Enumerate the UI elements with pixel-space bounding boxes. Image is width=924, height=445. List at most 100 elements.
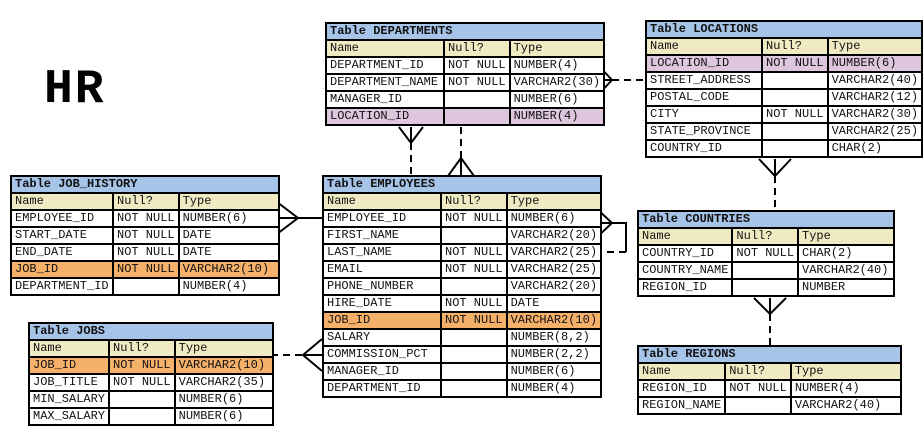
col-null: NOT NULL (440, 243, 508, 262)
table-title-row: Table LOCATIONS (644, 20, 924, 39)
col-type: VARCHAR2(25) (505, 243, 603, 262)
column-header-type: Type (789, 362, 902, 381)
col-name: COMMISSION_PCT (322, 345, 442, 364)
col-null: NOT NULL (440, 294, 508, 313)
column-header-null: Null? (724, 362, 792, 381)
col-null: NOT NULL (761, 54, 829, 73)
col-type: NUMBER(4) (508, 107, 606, 126)
col-null (731, 278, 800, 297)
col-null: NOT NULL (731, 244, 800, 263)
col-null (440, 277, 508, 296)
col-type: DATE (177, 226, 280, 245)
column-header-type: Type (508, 39, 606, 58)
table-row: COMMISSION_PCT NUMBER(2,2) (322, 345, 603, 364)
col-name: DEPARTMENT_ID (10, 277, 114, 296)
col-name: REGION_NAME (636, 396, 727, 415)
col-name: JOB_TITLE (27, 373, 111, 392)
col-name: FIRST_NAME (322, 226, 442, 245)
table-title: Table JOB_HISTORY (10, 175, 280, 194)
col-null: NOT NULL (724, 379, 792, 398)
col-type: VARCHAR2(35) (173, 373, 274, 392)
col-null: NOT NULL (112, 260, 180, 279)
relationship-departments-employees-manager (398, 126, 424, 176)
col-null (440, 345, 508, 364)
col-name: JOB_ID (27, 356, 111, 375)
col-name: EMPLOYEE_ID (10, 209, 114, 228)
col-name: COUNTRY_ID (636, 244, 734, 263)
col-type: VARCHAR2(40) (826, 71, 924, 90)
col-null: NOT NULL (112, 243, 180, 262)
col-type: NUMBER(6) (508, 90, 606, 109)
col-type: VARCHAR2(10) (505, 311, 603, 330)
col-null (112, 277, 180, 296)
table-title: Table DEPARTMENTS (324, 22, 606, 41)
column-header-name: Name (325, 39, 445, 58)
col-type: VARCHAR2(25) (826, 122, 924, 141)
col-name: PHONE_NUMBER (322, 277, 442, 296)
col-type: NUMBER(4) (508, 56, 606, 75)
col-null (761, 71, 829, 90)
table-row: STATE_PROVINCE VARCHAR2(25) (645, 122, 924, 141)
col-name: POSTAL_CODE (645, 88, 763, 107)
col-type: DATE (505, 294, 603, 313)
col-type: VARCHAR2(30) (508, 73, 606, 92)
col-name: STATE_PROVINCE (645, 122, 763, 141)
col-type: VARCHAR2(10) (177, 260, 280, 279)
col-type: NUMBER(2,2) (505, 345, 603, 364)
col-null (108, 407, 176, 426)
col-null: NOT NULL (443, 56, 511, 75)
col-null (108, 390, 176, 409)
col-name: JOB_ID (10, 260, 114, 279)
relationship-locations-countries (758, 158, 792, 211)
col-null: NOT NULL (108, 356, 176, 375)
col-type: NUMBER(6) (505, 209, 603, 228)
table-title-row: Table EMPLOYEES (321, 175, 603, 194)
col-type: VARCHAR2(25) (505, 260, 603, 279)
col-name: DEPARTMENT_ID (325, 56, 445, 75)
col-null (731, 261, 800, 280)
col-type: NUMBER(6) (826, 54, 924, 73)
col-null (761, 88, 829, 107)
column-header-null: Null? (440, 192, 508, 211)
col-name: CITY (645, 105, 763, 124)
column-header-null: Null? (761, 37, 829, 56)
relationship-employees-jobs (271, 338, 323, 372)
col-type: CHAR(2) (826, 139, 924, 158)
column-header-name: Name (322, 192, 442, 211)
table-title-row: Table JOB_HISTORY (10, 175, 280, 194)
col-type: VARCHAR2(40) (797, 261, 896, 280)
col-null (761, 122, 829, 141)
col-type: VARCHAR2(30) (826, 105, 924, 124)
table-title-row: Table REGIONS (637, 345, 902, 364)
col-type: NUMBER(6) (505, 362, 603, 381)
table-title: Table COUNTRIES (636, 210, 896, 229)
col-name: EMAIL (322, 260, 442, 279)
relationship-countries-regions (753, 297, 787, 346)
table-title-row: Table COUNTRIES (636, 210, 896, 229)
col-name: MAX_SALARY (27, 407, 111, 426)
col-null: NOT NULL (443, 73, 511, 92)
col-null (440, 362, 508, 381)
